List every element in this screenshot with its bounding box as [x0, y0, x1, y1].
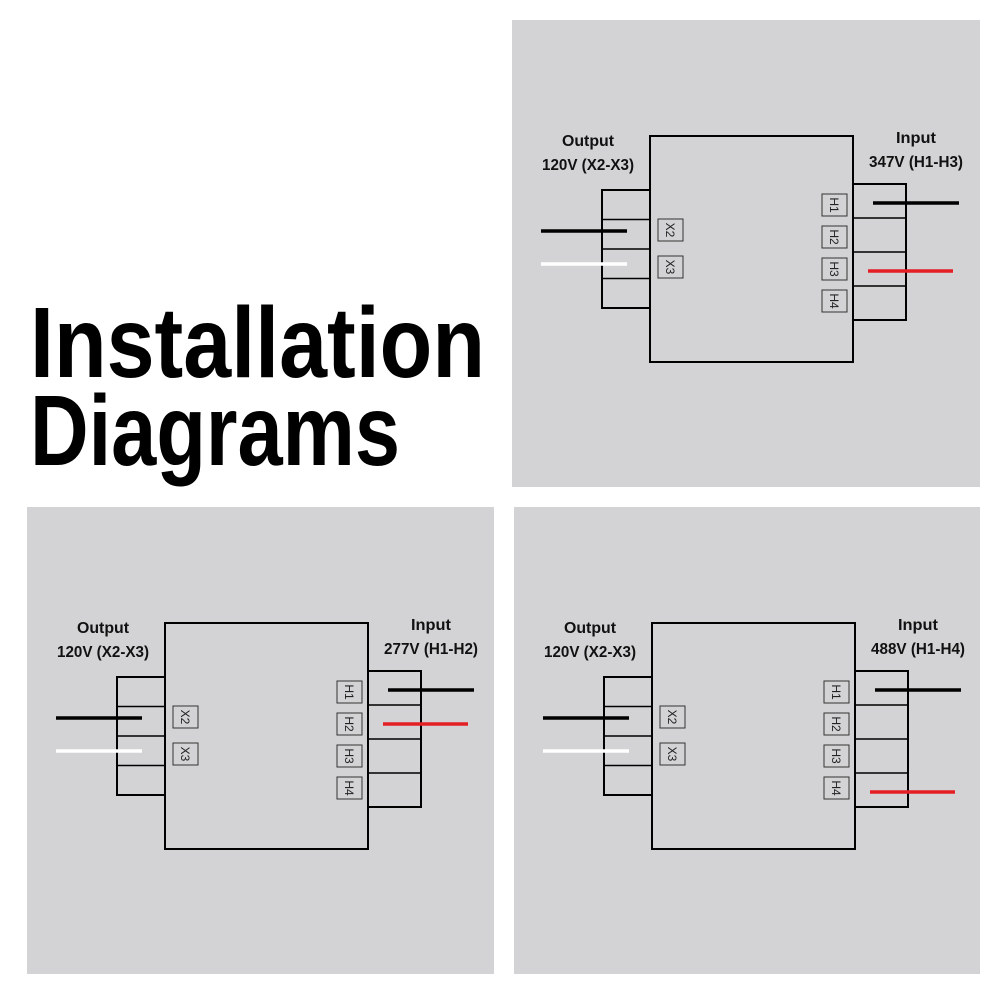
title-line-1: Installation — [30, 287, 485, 399]
terminal-label-h1: H1 — [827, 197, 841, 213]
transformer-box — [164, 622, 369, 850]
transformer-box — [649, 135, 854, 363]
output-voltage-label: 120V (X2-X3) — [57, 644, 149, 661]
terminal-label-box — [823, 680, 850, 704]
input-voltage-label: 347V (H1-H3) — [869, 154, 963, 171]
terminal-label-h1: H1 — [342, 684, 356, 700]
input-label: Input — [898, 617, 939, 634]
terminal-label-h2: H2 — [827, 229, 841, 245]
terminal-label-box — [172, 705, 199, 729]
title-line-2: Diagrams — [30, 375, 400, 487]
terminal-label-box — [659, 705, 686, 729]
input-voltage-label: 277V (H1-H2) — [384, 641, 478, 658]
terminal-label-x3: X3 — [178, 747, 192, 762]
terminal-label-h4: H4 — [342, 780, 356, 796]
terminal-label-box — [823, 776, 850, 800]
terminal-label-h3: H3 — [342, 748, 356, 764]
terminal-label-box — [336, 744, 363, 768]
terminal-label-box — [821, 257, 848, 281]
terminal-label-h2: H2 — [342, 716, 356, 732]
title: Installation Diagrams — [30, 287, 485, 487]
terminal-label-box — [336, 680, 363, 704]
terminal-label-box — [336, 776, 363, 800]
output-voltage-label: 120V (X2-X3) — [544, 644, 636, 661]
terminal-label-box — [821, 193, 848, 217]
terminal-label-h1: H1 — [829, 684, 843, 700]
terminal-label-x2: X2 — [178, 710, 192, 725]
terminal-label-box — [821, 225, 848, 249]
terminal-label-box — [821, 289, 848, 313]
terminal-label-h4: H4 — [829, 780, 843, 796]
terminal-label-box — [823, 744, 850, 768]
input-voltage-label: 488V (H1-H4) — [871, 641, 965, 658]
terminal-label-box — [659, 742, 686, 766]
output-voltage-label: 120V (X2-X3) — [542, 157, 634, 174]
terminal-label-box — [172, 742, 199, 766]
output-label: Output — [77, 620, 130, 637]
terminal-label-h4: H4 — [827, 293, 841, 309]
terminal-label-h2: H2 — [829, 716, 843, 732]
terminal-label-x2: X2 — [663, 223, 677, 238]
terminal-label-x3: X3 — [665, 747, 679, 762]
output-label: Output — [562, 133, 615, 150]
output-label: Output — [564, 620, 617, 637]
terminal-label-box — [823, 712, 850, 736]
terminal-label-h3: H3 — [827, 261, 841, 277]
terminal-label-box — [657, 255, 684, 279]
input-label: Input — [411, 617, 452, 634]
terminal-label-x2: X2 — [665, 710, 679, 725]
input-label: Input — [896, 130, 937, 147]
terminal-label-box — [336, 712, 363, 736]
terminal-label-x3: X3 — [663, 260, 677, 275]
terminal-label-box — [657, 218, 684, 242]
transformer-box — [651, 622, 856, 850]
terminal-label-h3: H3 — [829, 748, 843, 764]
